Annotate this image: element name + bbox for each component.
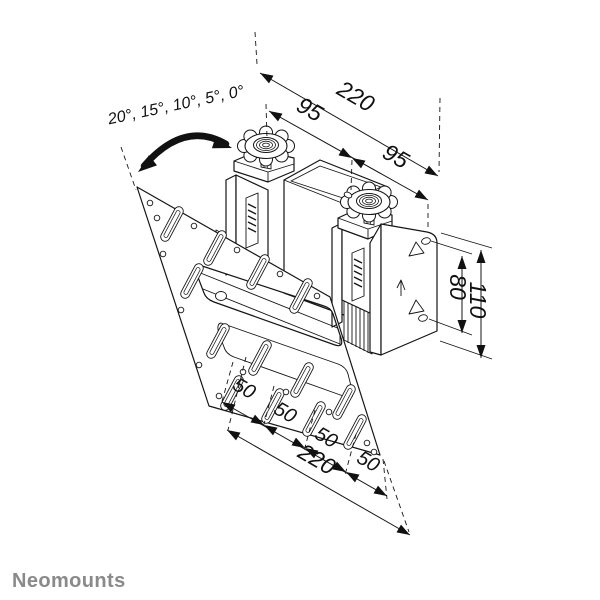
arrow-emboss-icon: [396, 279, 406, 296]
dim-label-hole-spacing: 80: [445, 274, 471, 300]
bracket-hole-top: [421, 237, 431, 245]
bracket-hole-bottom: [418, 314, 428, 322]
wall-bracket: [369, 223, 438, 356]
dim-label-bracket-height: 110: [465, 282, 491, 319]
triangle-mark-bottom: [408, 299, 425, 315]
tilt-angle-label: 20°, 15°, 10°, 5°, 0°: [105, 83, 246, 129]
vesa-plate: [136, 186, 381, 456]
dim-label-95-left: 95: [292, 91, 327, 126]
tilt-angle-callout: 20°, 15°, 10°, 5°, 0°: [105, 83, 246, 191]
clamp-tower-rear: [331, 181, 399, 328]
plate-holes: [146, 199, 378, 456]
triangle-mark-top: [408, 241, 425, 257]
dim-label-top-width: 220: [332, 75, 379, 117]
bracket-dimensions: 80 110: [428, 232, 493, 360]
dim-label-95-right: 95: [378, 138, 413, 173]
tilt-arc-arrow: [140, 132, 230, 170]
neomounts-logo: Neomounts: [12, 570, 126, 592]
